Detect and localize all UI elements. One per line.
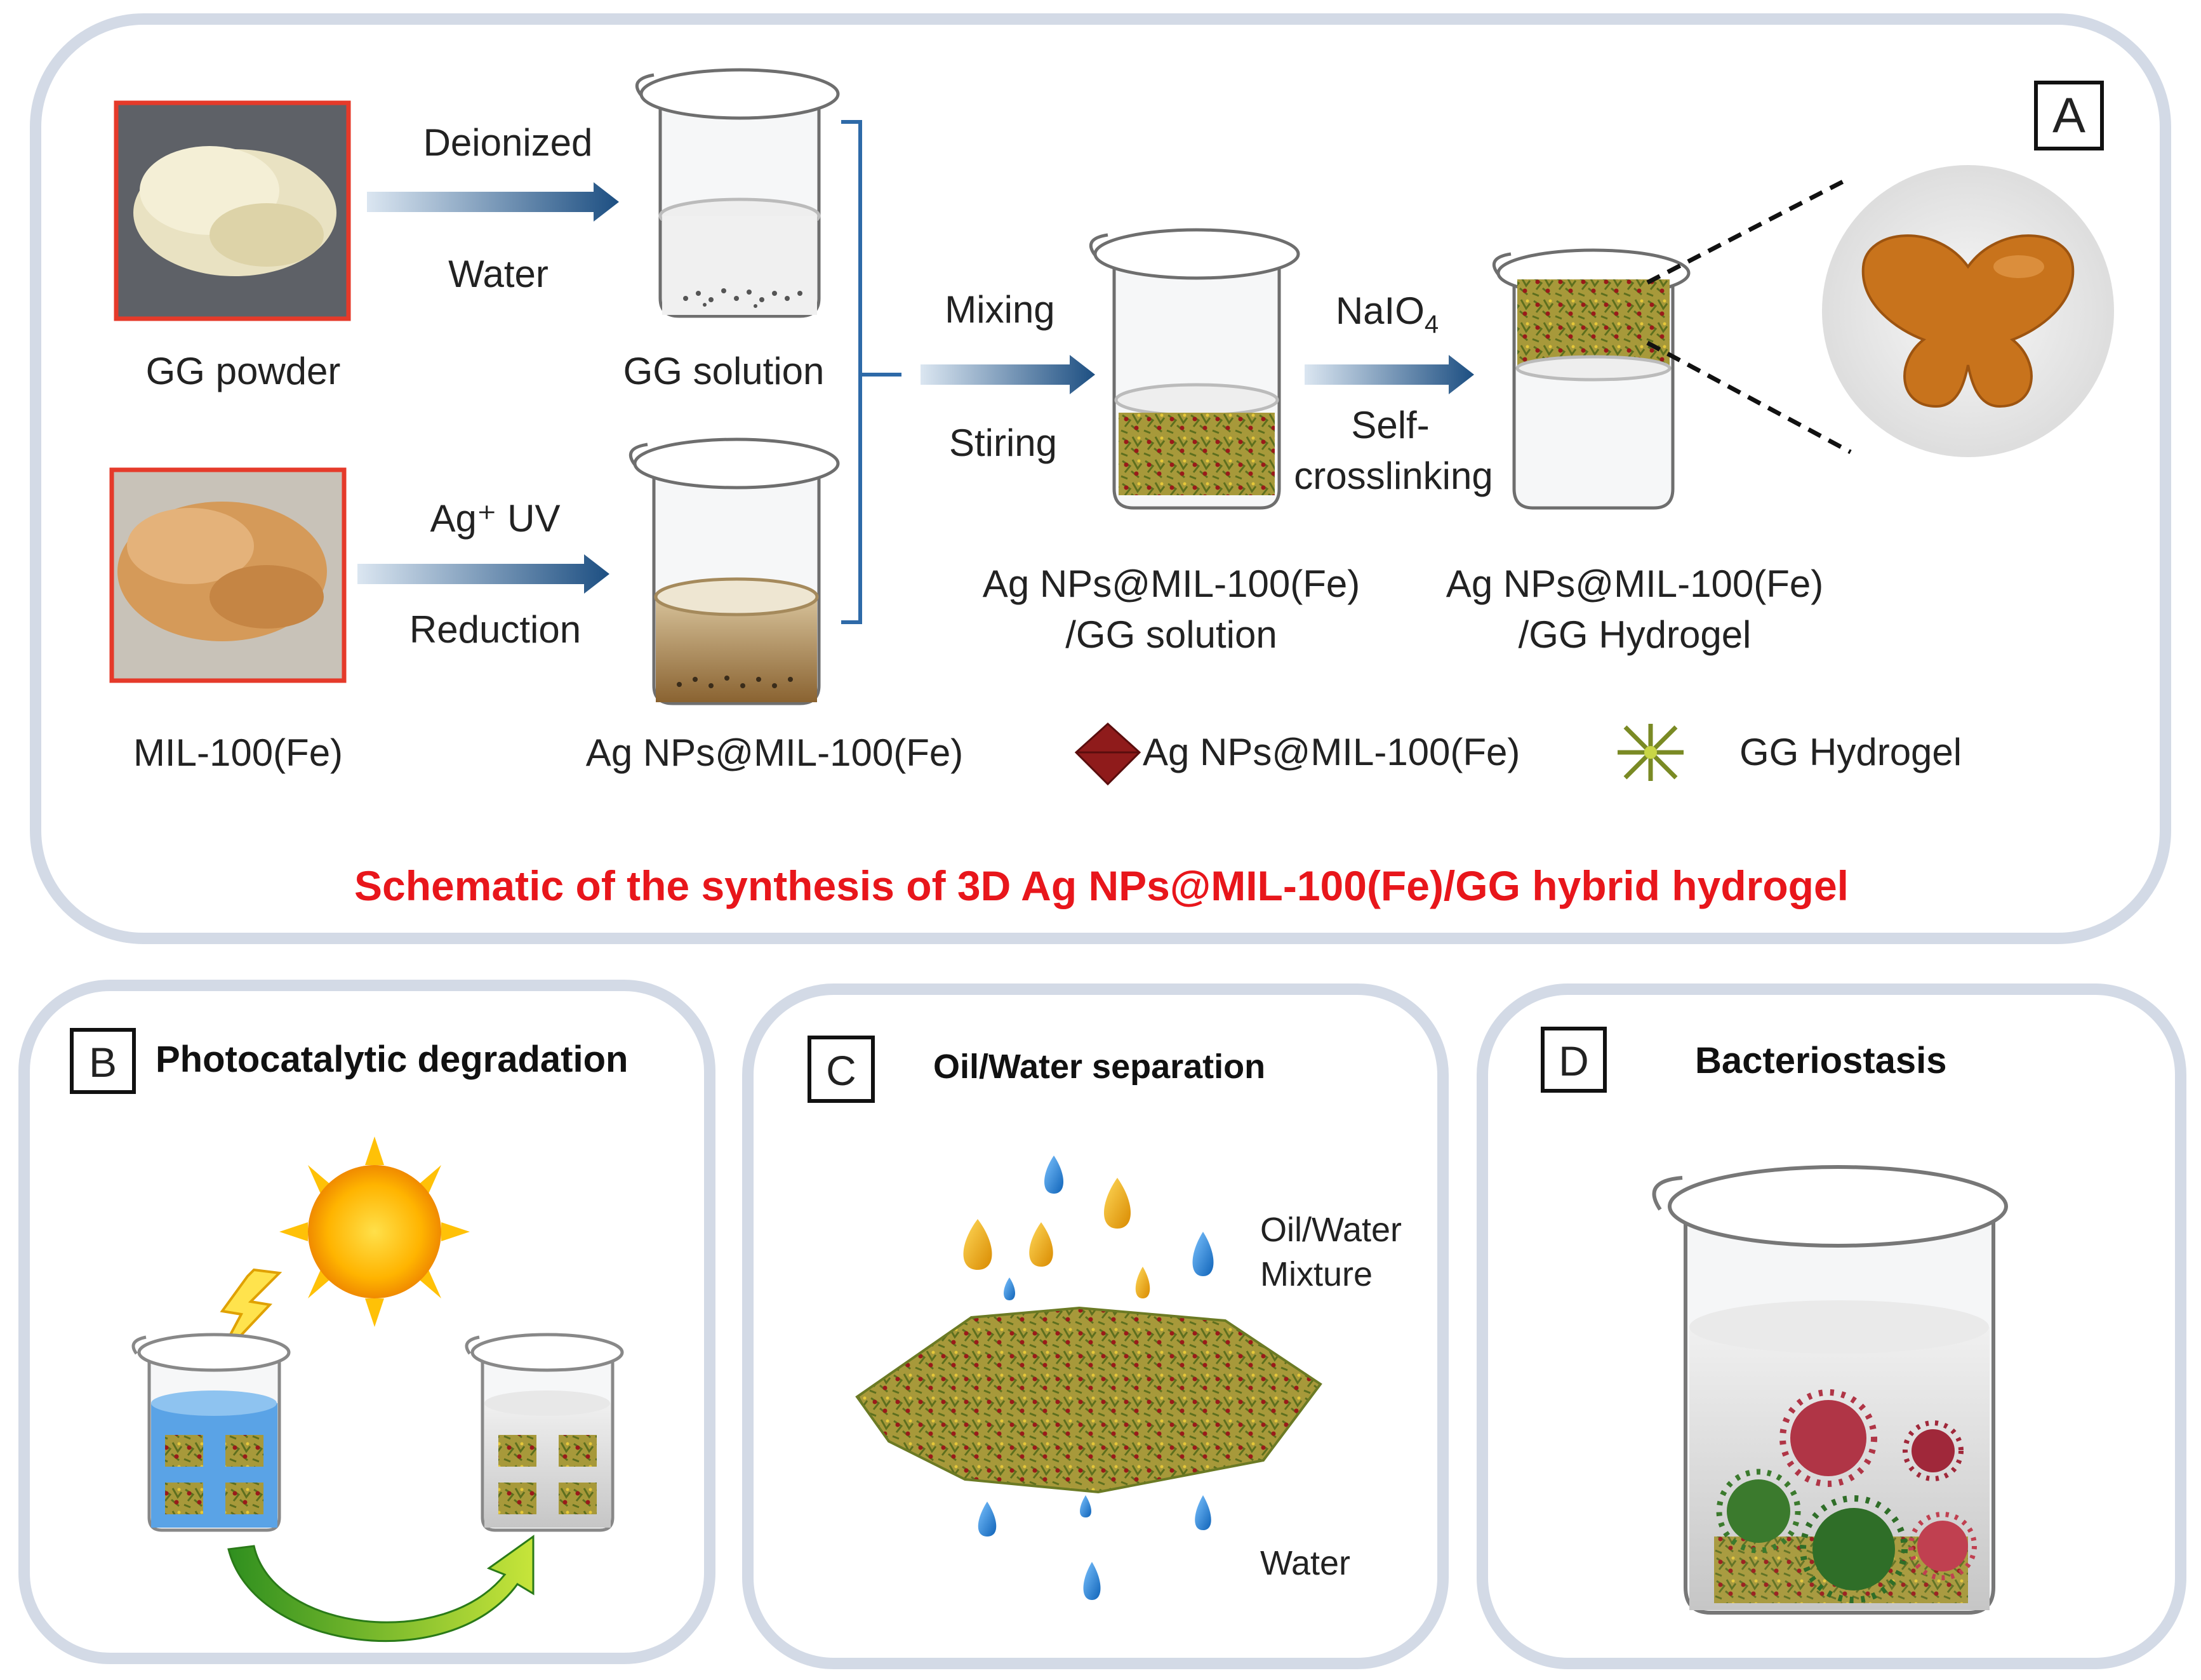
stiring-label: Stiring bbox=[949, 422, 1057, 464]
mixed-solution-label-2: /GG solution bbox=[1065, 613, 1277, 656]
gg-solution-label: GG solution bbox=[623, 350, 825, 392]
panel-a-letter: A bbox=[2052, 87, 2085, 143]
panel-d-letter-box bbox=[1541, 1027, 1607, 1093]
water-drops bbox=[978, 1156, 1214, 1600]
panel-c-letter: C bbox=[826, 1047, 856, 1094]
water-label: Water bbox=[448, 253, 549, 295]
merge-bracket bbox=[841, 120, 901, 624]
virus-green-left-icon bbox=[1716, 1469, 1801, 1554]
panel-d-letter: D bbox=[1559, 1037, 1589, 1084]
mixing-label: Mixing bbox=[945, 288, 1054, 331]
hydrogel-label-1: Ag NPs@MIL-100(Fe) bbox=[1446, 563, 1823, 605]
legend-ag-label: Ag NPs@MIL-100(Fe) bbox=[1143, 731, 1520, 773]
panel-b-title: Photocatalytic degradation bbox=[156, 1039, 628, 1080]
hydrogel-beaker bbox=[1492, 248, 1691, 510]
arrow-crosslinking bbox=[1305, 355, 1474, 394]
oil-drops bbox=[963, 1178, 1150, 1298]
oil-water-mixture-label-2: Mixture bbox=[1260, 1255, 1373, 1293]
legend-gel-label: GG Hydrogel bbox=[1739, 731, 1962, 773]
gel-membrane bbox=[855, 1306, 1322, 1494]
panel-a-caption: Schematic of the synthesis of 3D Ag NPs@… bbox=[354, 862, 1849, 909]
virus-icons bbox=[1716, 1389, 1977, 1603]
naio4-label: NaIO4 bbox=[1336, 290, 1439, 338]
ag-nps-beaker bbox=[628, 437, 840, 705]
panel-c-letter-box bbox=[808, 1036, 875, 1103]
virus-small-red-icon bbox=[1903, 1420, 1964, 1481]
hydrogel-photo bbox=[1822, 165, 2114, 457]
panel-b-letter: B bbox=[89, 1039, 117, 1086]
deionized-label: Deionized bbox=[423, 121, 593, 164]
mixed-solution-label-1: Ag NPs@MIL-100(Fe) bbox=[983, 563, 1360, 605]
panel-a-frame bbox=[30, 13, 2171, 944]
zoom-line-bottom bbox=[1646, 340, 1852, 455]
panel-a-letter-box bbox=[2034, 81, 2104, 150]
reduction-label: Reduction bbox=[409, 608, 581, 651]
panel-d-title: Bacteriostasis bbox=[1695, 1040, 1947, 1081]
virus-large-red-icon bbox=[1779, 1389, 1877, 1487]
water-output-label: Water bbox=[1260, 1544, 1350, 1582]
panel-b-letter-box bbox=[70, 1028, 136, 1094]
gg-powder-label: GG powder bbox=[146, 350, 341, 392]
arrow-deionized bbox=[367, 182, 619, 222]
zoom-line-top bbox=[1646, 178, 1845, 285]
gg-solution-beaker bbox=[635, 68, 840, 318]
hydrogel-label-2: /GG Hydrogel bbox=[1519, 613, 1752, 656]
dye-beaker bbox=[131, 1333, 291, 1532]
virus-red-right-icon bbox=[1908, 1512, 1977, 1580]
mixed-solution-beaker bbox=[1089, 228, 1300, 510]
mil-powder-photo bbox=[109, 467, 347, 683]
cycle-arrow-icon bbox=[227, 1535, 535, 1643]
gg-powder-photo bbox=[114, 100, 351, 321]
legend-octahedron-icon bbox=[1074, 722, 1141, 786]
mil-label: MIL-100(Fe) bbox=[133, 731, 343, 774]
crosslinking-label: crosslinking bbox=[1294, 455, 1493, 497]
arrow-mixing bbox=[921, 355, 1095, 394]
panel-c-title: Oil/Water separation bbox=[933, 1048, 1265, 1086]
self-label: Self- bbox=[1351, 404, 1429, 446]
ag-uv-label: Ag⁺ UV bbox=[430, 497, 560, 540]
oil-water-mixture-label-1: Oil/Water bbox=[1260, 1211, 1402, 1249]
sun-icon bbox=[279, 1137, 470, 1327]
clear-beaker bbox=[465, 1333, 624, 1532]
virus-green-center-icon bbox=[1800, 1495, 1908, 1603]
arrow-reduction bbox=[357, 554, 609, 594]
legend-gel-icon bbox=[1618, 724, 1684, 781]
ag-nps-label: Ag NPs@MIL-100(Fe) bbox=[586, 731, 963, 774]
